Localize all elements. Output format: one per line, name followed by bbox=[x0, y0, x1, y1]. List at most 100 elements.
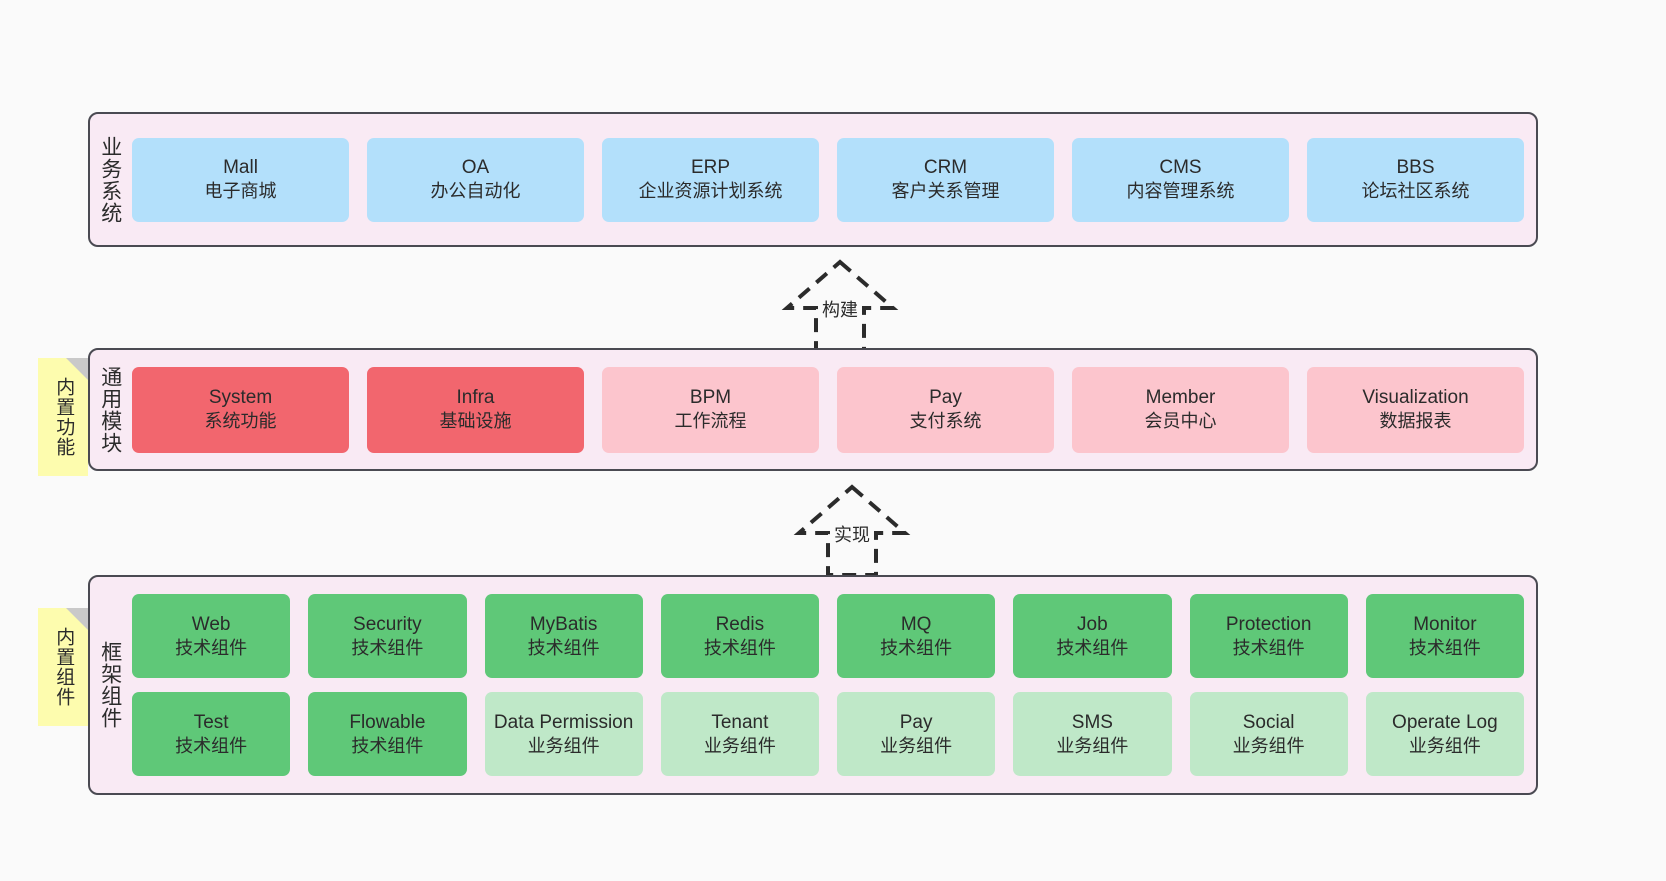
card-subtitle: 工作流程 bbox=[674, 411, 747, 432]
card-title: OA bbox=[461, 157, 490, 179]
card-title: Flowable bbox=[349, 711, 426, 733]
card-subtitle: 系统功能 bbox=[204, 411, 277, 432]
card-title: Web bbox=[191, 613, 231, 635]
framework-components-layer-title: 框架组件 bbox=[98, 641, 122, 729]
card-subtitle: 基础设施 bbox=[439, 411, 512, 432]
connector-build-label: 构建 bbox=[819, 296, 861, 322]
card-subtitle: 业务组件 bbox=[703, 735, 776, 756]
card-title: CRM bbox=[923, 157, 968, 179]
card-subtitle: 业务组件 bbox=[1408, 735, 1481, 756]
connector-implement: 实现 bbox=[772, 483, 932, 578]
card-title: Pay bbox=[929, 387, 962, 409]
card-title: Data Permission bbox=[493, 711, 634, 733]
card-title: BBS bbox=[1396, 157, 1435, 179]
common-modules-layer-title: 通用模块 bbox=[98, 365, 122, 454]
card-title: MyBatis bbox=[529, 613, 598, 635]
card-subtitle: 电子商城 bbox=[204, 181, 277, 202]
sticky-fold-corner-icon bbox=[66, 358, 88, 380]
card-subtitle: 技术组件 bbox=[527, 637, 600, 658]
card-title: Infra bbox=[456, 387, 495, 409]
card-subtitle: 内容管理系统 bbox=[1126, 181, 1235, 202]
sticky-note-builtin-components: 内置组件 bbox=[38, 608, 88, 726]
card-subtitle: 论坛社区系统 bbox=[1361, 181, 1470, 202]
card-title: Security bbox=[353, 613, 422, 635]
card-subtitle: 企业资源计划系统 bbox=[638, 181, 783, 202]
card-subtitle: 技术组件 bbox=[351, 735, 424, 756]
connector-build: 构建 bbox=[760, 258, 920, 353]
connector-implement-label: 实现 bbox=[831, 521, 873, 547]
card-subtitle: 技术组件 bbox=[175, 735, 248, 756]
card-subtitle: 技术组件 bbox=[1408, 637, 1481, 658]
card-subtitle: 业务组件 bbox=[527, 735, 600, 756]
sticky-note-builtin-functions: 内置功能 bbox=[38, 358, 88, 476]
connector-build-arrow bbox=[781, 259, 899, 352]
card-subtitle: 业务组件 bbox=[1232, 735, 1305, 756]
card-title: SMS bbox=[1071, 711, 1113, 733]
card-subtitle: 会员中心 bbox=[1144, 411, 1217, 432]
card-title: Member bbox=[1145, 387, 1216, 409]
card-title: Protection bbox=[1225, 613, 1312, 635]
card-title: Monitor bbox=[1413, 613, 1477, 635]
card-subtitle: 客户关系管理 bbox=[891, 181, 1000, 202]
card-title: Mall bbox=[223, 157, 258, 179]
business-systems-layer-title: 业务系统 bbox=[98, 135, 122, 224]
card-subtitle: 技术组件 bbox=[175, 637, 248, 658]
card-subtitle: 业务组件 bbox=[1056, 735, 1129, 756]
card-title: Operate Log bbox=[1392, 711, 1498, 733]
card-title: BPM bbox=[689, 387, 732, 409]
card-subtitle: 技术组件 bbox=[1056, 637, 1129, 658]
card-subtitle: 数据报表 bbox=[1379, 411, 1452, 432]
sticky-fold-corner-icon bbox=[66, 608, 88, 630]
card-subtitle: 技术组件 bbox=[703, 637, 776, 658]
sticky-note-builtin-components-label: 内置组件 bbox=[53, 627, 75, 707]
card-title: Redis bbox=[715, 613, 765, 635]
card-subtitle: 办公自动化 bbox=[430, 181, 521, 202]
card-subtitle: 支付系统 bbox=[909, 411, 982, 432]
sticky-note-builtin-functions-label: 内置功能 bbox=[53, 377, 75, 457]
card-title: Tenant bbox=[711, 711, 769, 733]
card-subtitle: 技术组件 bbox=[880, 637, 953, 658]
card-title: CMS bbox=[1159, 157, 1202, 179]
card-title: ERP bbox=[690, 157, 731, 179]
connector-implement-arrow bbox=[793, 484, 911, 577]
card-subtitle: 技术组件 bbox=[351, 637, 424, 658]
